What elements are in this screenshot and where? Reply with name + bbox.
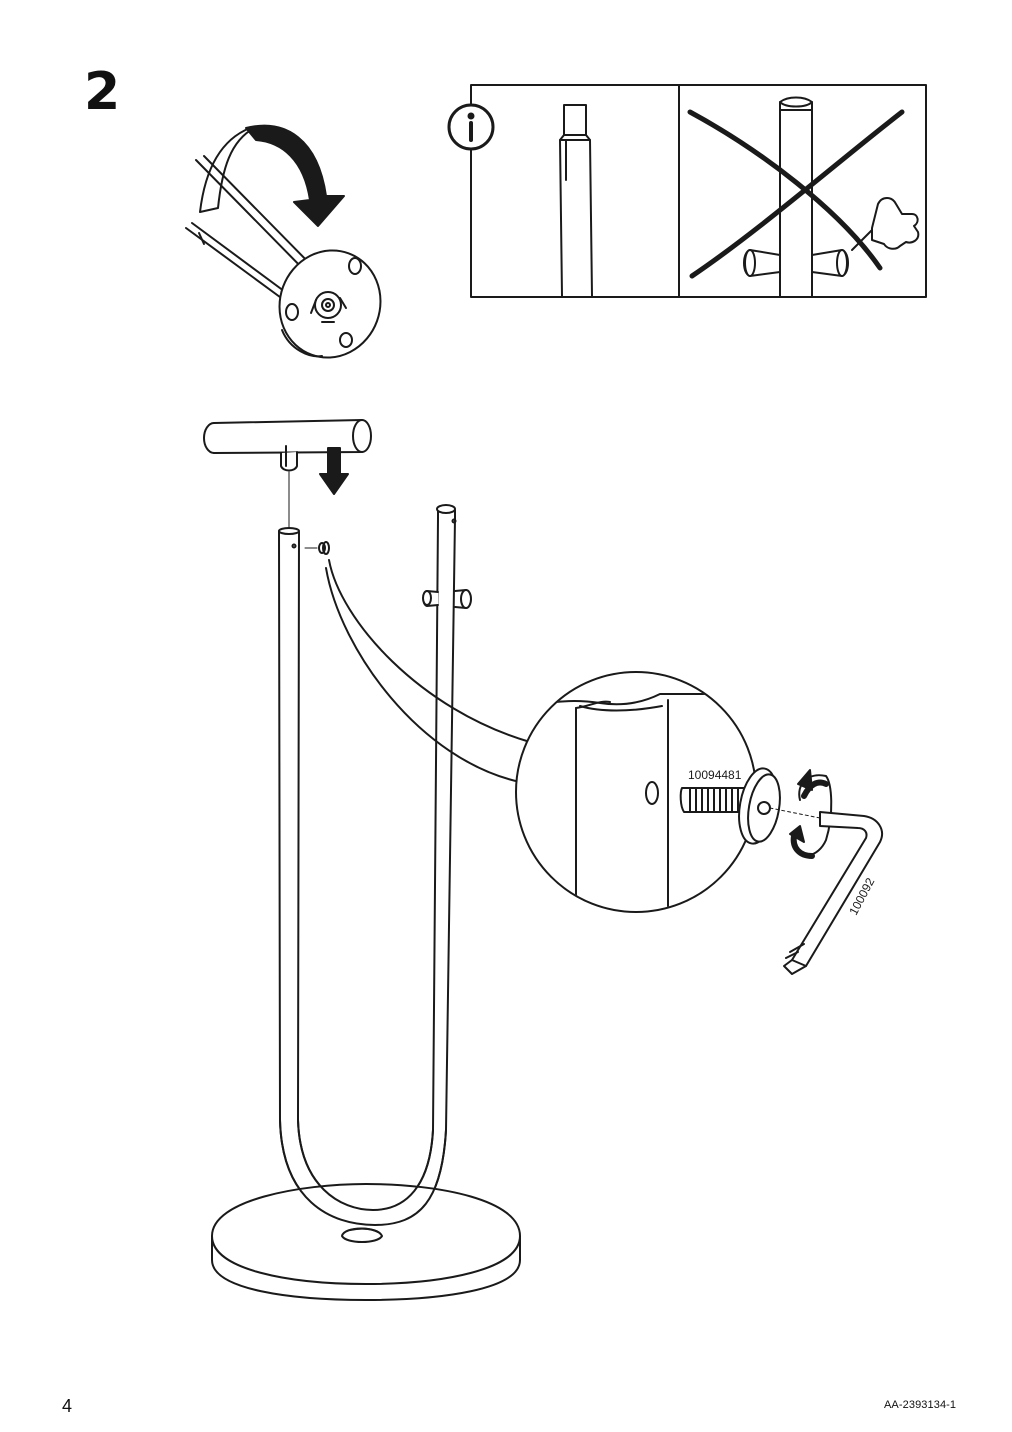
base-flip-illustration — [185, 124, 382, 359]
correct-pole-example — [559, 104, 593, 297]
lamp-assembly — [203, 419, 521, 1301]
screw-part-number: 10094481 — [688, 768, 742, 782]
step-number: 2 — [84, 62, 121, 122]
rotate-clockwise-icon — [789, 769, 833, 859]
rotate-arrow-icon — [245, 124, 345, 227]
screw-small — [304, 541, 330, 555]
screw-10094481 — [679, 767, 781, 845]
page-number: 4 — [62, 1396, 73, 1416]
allen-key-100092 — [783, 811, 883, 975]
u-tube — [278, 504, 457, 1226]
lamp-head — [203, 419, 372, 529]
wrong-pole-example — [743, 96, 920, 297]
down-arrow-icon — [319, 447, 349, 495]
hand-icon — [871, 197, 920, 250]
info-icon — [447, 103, 495, 151]
document-code: AA-2393134-1 — [884, 1399, 957, 1411]
pole-knobs — [422, 589, 472, 609]
info-box — [447, 84, 927, 298]
zoom-callout: 10094481 100092 — [325, 559, 883, 975]
cross-icon — [687, 109, 905, 279]
lamp-base — [211, 1183, 521, 1301]
